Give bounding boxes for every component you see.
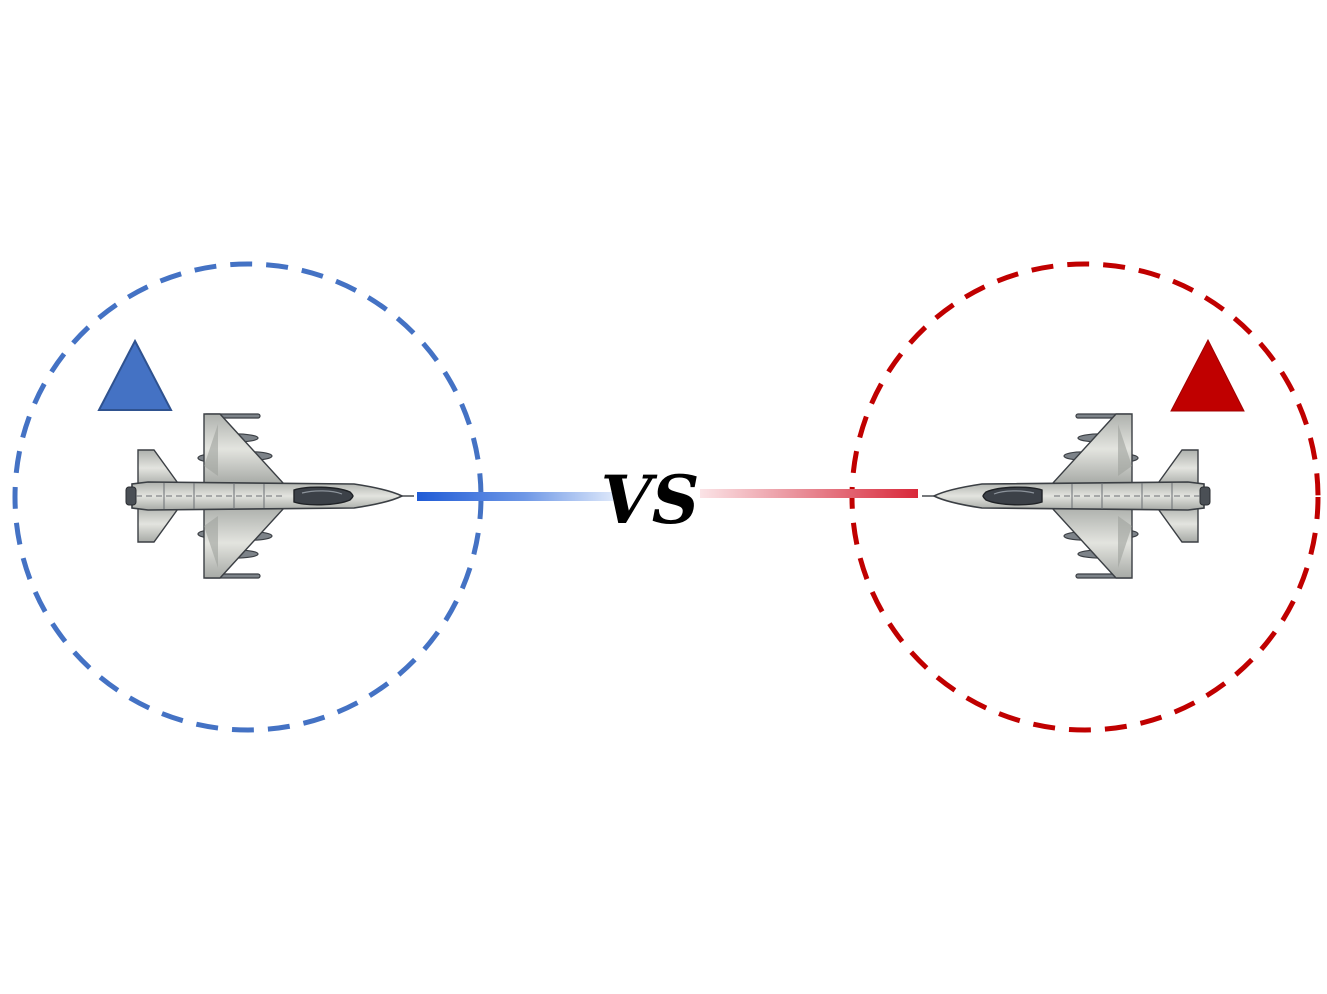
red-engagement-line xyxy=(700,489,918,498)
blue-triangle-icon xyxy=(97,338,173,411)
red-fighter-jet-icon xyxy=(921,413,1211,579)
blue-fighter-jet-icon xyxy=(125,413,415,579)
blue-engagement-line xyxy=(417,492,613,501)
red-triangle-icon xyxy=(1170,338,1245,412)
vs-label: VS xyxy=(601,461,700,539)
